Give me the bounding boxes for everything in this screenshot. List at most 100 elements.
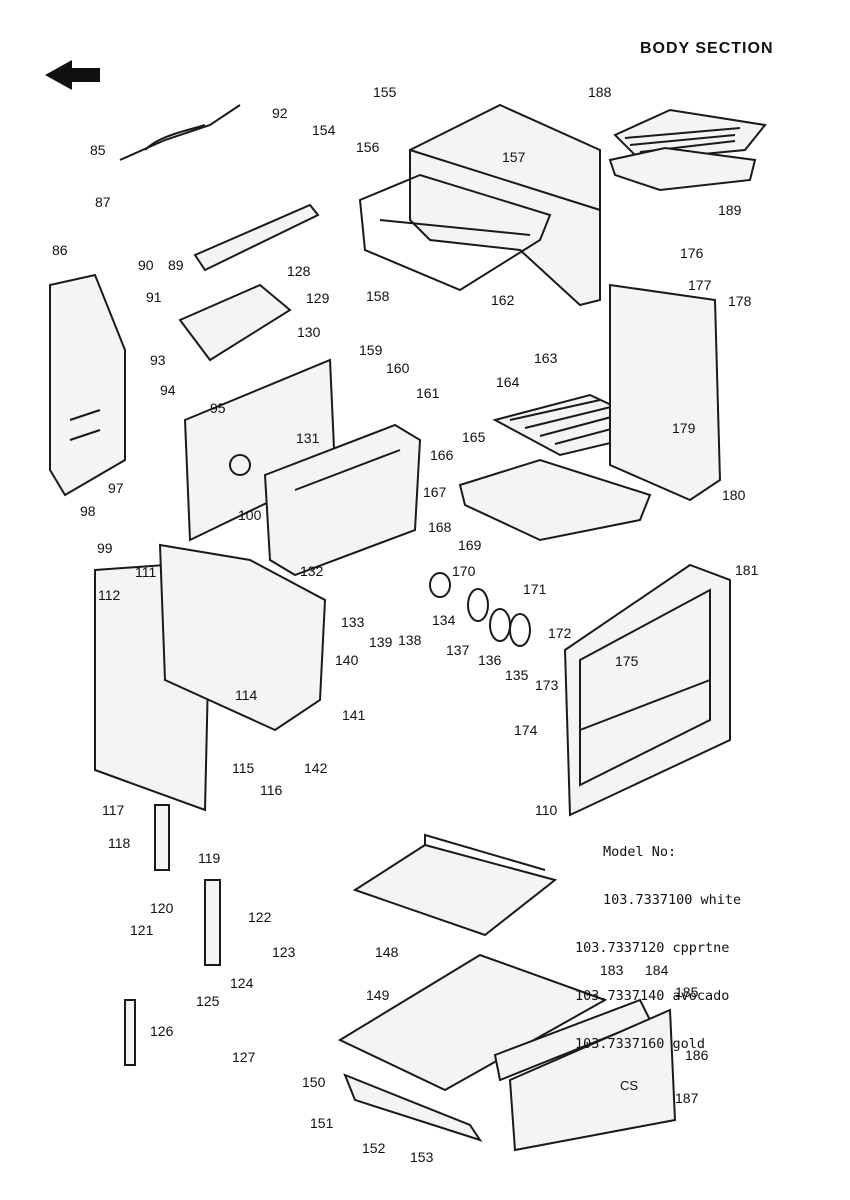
part-number-label: 173 xyxy=(535,677,559,693)
part-number-label: 177 xyxy=(688,277,712,293)
part-number-label: 130 xyxy=(297,324,321,340)
part-number-label: 114 xyxy=(235,687,258,703)
left-side-panel xyxy=(49,273,126,497)
part-number-label: 111 xyxy=(135,564,156,580)
part-number-label: 139 xyxy=(369,634,393,650)
wire-harness xyxy=(119,104,241,161)
part-number-label: 99 xyxy=(97,540,113,556)
part-number-label: 174 xyxy=(514,722,538,738)
model-label: Model No: xyxy=(603,844,677,860)
part-number-label: 178 xyxy=(728,293,752,309)
part-number-label: 162 xyxy=(491,292,515,308)
part-number-label: 94 xyxy=(160,382,176,398)
part-number-label: 183 xyxy=(600,962,624,978)
part-number-label: 118 xyxy=(108,835,131,851)
part-number-label: 189 xyxy=(718,202,742,218)
part-number-label: 90 xyxy=(138,257,154,273)
part-number-label: 163 xyxy=(534,350,558,366)
part-number-label: 148 xyxy=(375,944,399,960)
part-number-label: 175 xyxy=(615,653,639,669)
part-number-label: 125 xyxy=(196,993,220,1009)
part-number-label: 110 xyxy=(535,802,558,818)
part-number-label: 156 xyxy=(356,139,380,155)
part-number-label: 93 xyxy=(150,352,166,368)
part-number-label: 87 xyxy=(95,194,111,210)
bottom-base xyxy=(337,953,608,1092)
part-number-label: 89 xyxy=(168,257,184,273)
part-number-label: 165 xyxy=(462,429,486,445)
control-knobs xyxy=(429,572,531,647)
model-line: 103.7337160 gold xyxy=(575,1036,706,1052)
part-number-label: 86 xyxy=(52,242,68,258)
part-number-label: 120 xyxy=(150,900,174,916)
part-number-label: 119 xyxy=(198,850,221,866)
part-number-label: 181 xyxy=(735,562,759,578)
broiler-rack xyxy=(608,108,767,192)
part-number-label: 112 xyxy=(98,587,121,603)
part-number-label: 136 xyxy=(478,652,502,668)
toe-kick xyxy=(343,1073,483,1142)
part-number-label: 150 xyxy=(302,1074,326,1090)
storage-drawer xyxy=(352,833,558,937)
part-number-label: 121 xyxy=(130,922,154,938)
part-number-label: 133 xyxy=(341,614,365,630)
part-number-label: 135 xyxy=(505,667,529,683)
oven-top-housing xyxy=(358,103,601,307)
part-number-label: 164 xyxy=(496,374,520,390)
part-number-label: 171 xyxy=(523,581,547,597)
model-line: 103.7337140 avocado xyxy=(575,988,730,1004)
model-line: 103.7337120 cpprtne xyxy=(575,940,730,956)
part-number-label: 184 xyxy=(645,962,669,978)
part-number-label: 137 xyxy=(446,642,470,658)
part-number-label: 123 xyxy=(272,944,296,960)
part-number-label: 155 xyxy=(373,84,397,100)
oven-liner xyxy=(263,423,422,577)
part-number-label: 134 xyxy=(432,612,456,628)
oven-back-wall xyxy=(609,283,722,502)
part-number-label: 166 xyxy=(430,447,454,463)
part-number-label: 176 xyxy=(680,245,704,261)
drawer-front xyxy=(493,998,677,1152)
part-number-label: 157 xyxy=(502,149,526,165)
part-number-label: 132 xyxy=(300,563,324,579)
model-line: 103.7337100 white xyxy=(603,892,742,908)
part-number-label: 124 xyxy=(230,975,254,991)
part-number-label: 122 xyxy=(248,909,272,925)
part-number-label: 126 xyxy=(150,1023,174,1039)
part-number-label: 154 xyxy=(312,122,336,138)
part-labels: 8586878990919293949597989910011011111211… xyxy=(52,84,759,1165)
footer-code: CS xyxy=(620,1078,639,1093)
part-number-label: 188 xyxy=(588,84,612,100)
part-number-label: 169 xyxy=(458,537,482,553)
part-number-label: 117 xyxy=(102,802,125,818)
part-number-label: 151 xyxy=(310,1115,334,1131)
part-number-label: 167 xyxy=(423,484,447,500)
part-number-label: 128 xyxy=(287,263,311,279)
part-number-label: 131 xyxy=(296,430,320,446)
part-number-label: 186 xyxy=(685,1047,709,1063)
part-number-label: 140 xyxy=(335,652,359,668)
part-number-label: 92 xyxy=(272,105,288,121)
part-number-label: 95 xyxy=(210,400,226,416)
part-number-label: 187 xyxy=(675,1090,699,1106)
door-hinge xyxy=(124,804,221,1066)
part-number-label: 98 xyxy=(80,503,96,519)
part-number-label: 127 xyxy=(232,1049,256,1065)
part-number-label: 172 xyxy=(548,625,572,641)
part-number-label: 142 xyxy=(304,760,328,776)
part-number-label: 141 xyxy=(342,707,366,723)
part-number-label: 129 xyxy=(306,290,330,306)
part-number-label: 116 xyxy=(260,782,283,798)
front-direction-arrow-icon xyxy=(45,60,100,90)
part-number-label: 179 xyxy=(672,420,696,436)
part-number-label: 180 xyxy=(722,487,746,503)
part-number-label: 159 xyxy=(359,342,383,358)
part-number-label: 153 xyxy=(410,1149,434,1165)
part-number-label: 170 xyxy=(452,563,476,579)
section-title: BODY SECTION xyxy=(640,40,774,57)
oven-door-frame xyxy=(563,563,731,817)
part-number-label: 168 xyxy=(428,519,452,535)
part-number-label: 115 xyxy=(232,760,255,776)
part-number-label: 161 xyxy=(416,385,440,401)
